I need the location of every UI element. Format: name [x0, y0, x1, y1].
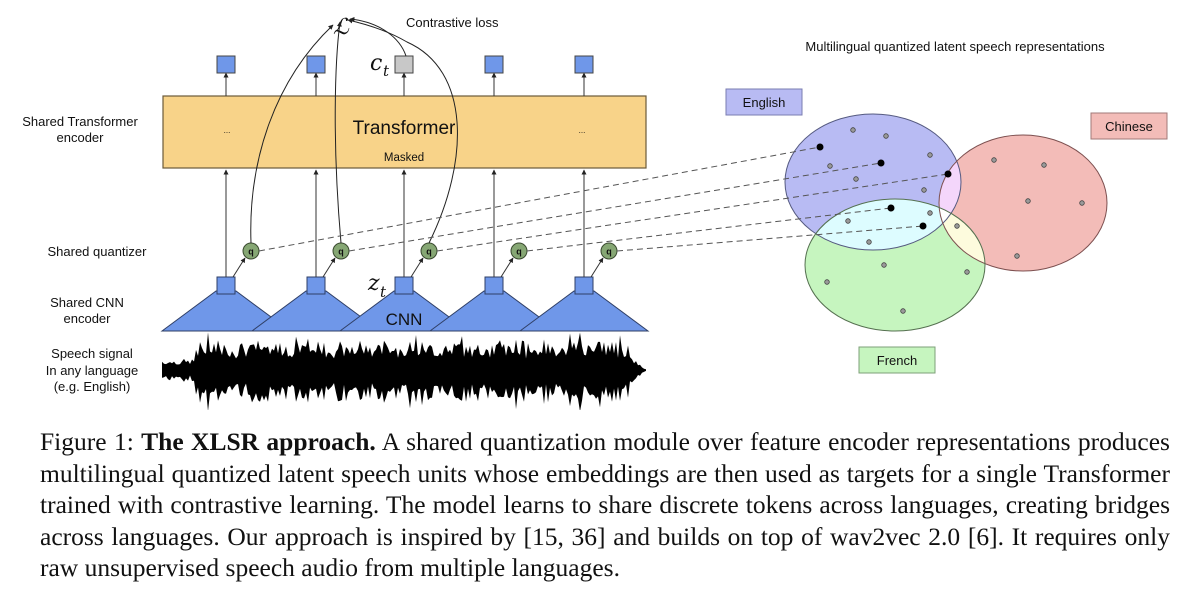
- cnn-encoder-triangle: [160, 290, 292, 332]
- svg-text:Shared CNN: Shared CNN: [50, 295, 124, 310]
- latent-feature-box: [574, 276, 594, 295]
- latent-codeword-point: [850, 127, 856, 133]
- quantizer-label: q: [338, 247, 344, 257]
- latent-codeword-point: [866, 239, 872, 245]
- svg-text:Chinese: Chinese: [1105, 119, 1153, 134]
- cnn-encoder-triangle: [338, 290, 470, 332]
- svg-text:English: English: [743, 95, 786, 110]
- english-tag: English: [725, 88, 803, 116]
- svg-text:c: c: [370, 51, 382, 76]
- output-vector-box: [484, 55, 504, 74]
- svg-text:French: French: [877, 353, 917, 368]
- quantized-mapping-line: [258, 146, 821, 252]
- cnn-label: CNN: [386, 310, 423, 329]
- french-tag: French: [858, 346, 936, 374]
- latent-codeword-point: [900, 308, 906, 314]
- latent-feature-box: [484, 276, 504, 295]
- svg-text:In any language: In any language: [46, 363, 139, 378]
- label-transformer-encoder: Shared Transformer encoder: [22, 114, 138, 145]
- selected-latent-point: [816, 143, 824, 151]
- quantizer-label: q: [248, 247, 254, 257]
- to-quantizer-arrow: [410, 257, 424, 278]
- svg-text:t: t: [380, 283, 387, 301]
- latent-codeword-point: [927, 210, 933, 216]
- output-vector-box: [574, 55, 594, 74]
- latent-codeword-point: [1041, 162, 1047, 168]
- transformer-block: [162, 95, 647, 169]
- to-quantizer-arrow: [232, 257, 246, 278]
- cnn-encoder-triangle: [518, 290, 650, 332]
- selected-latent-point: [944, 170, 952, 178]
- chinese-tag: Chinese: [1090, 112, 1168, 140]
- ellipsis-left: ...: [224, 126, 231, 135]
- svg-text:encoder: encoder: [64, 311, 112, 326]
- latent-codeword-point: [1014, 253, 1020, 259]
- quantizer-label: q: [516, 247, 522, 257]
- transformer-title: Transformer: [353, 118, 456, 139]
- contrastive-curve: [349, 16, 407, 57]
- svg-text:Speech signal: Speech signal: [51, 346, 133, 361]
- masked-label: Masked: [384, 152, 424, 164]
- loss-symbol: ℒ: [333, 15, 350, 40]
- contrastive-loss-arrows: [250, 16, 458, 244]
- caption-prefix: Figure 1:: [40, 427, 142, 456]
- svg-text:t: t: [383, 62, 390, 80]
- label-cnn-encoder: Shared CNN encoder: [50, 295, 124, 326]
- selected-latent-point: [877, 159, 885, 167]
- quantized-mapping-line: [616, 225, 924, 252]
- context-vector-box: [394, 55, 414, 74]
- right-panel-title: Multilingual quantized latent speech rep…: [805, 39, 1105, 54]
- latent-codeword-point: [927, 152, 933, 158]
- context-vector-label: c t: [370, 51, 390, 80]
- output-vector-box: [306, 55, 326, 74]
- latent-codeword-point: [1079, 200, 1085, 206]
- chinese-region: [939, 135, 1107, 271]
- latent-codeword-point: [964, 269, 970, 275]
- latent-codeword-point: [881, 262, 887, 268]
- latent-feature-box: [306, 276, 326, 295]
- latent-codeword-point: [1025, 198, 1031, 204]
- latent-codeword-point: [991, 157, 997, 163]
- svg-text:(e.g. English): (e.g. English): [54, 379, 131, 394]
- to-quantizer-arrow: [500, 257, 514, 278]
- latent-feature-box: [394, 276, 414, 295]
- latent-feature-box: [216, 276, 236, 295]
- quantized-mapping-line: [526, 207, 892, 252]
- language-space: [784, 113, 1108, 332]
- svg-text:z: z: [367, 271, 380, 296]
- selected-latent-point: [919, 222, 927, 230]
- cnn-encoder-triangle: [428, 290, 560, 332]
- svg-text:encoder: encoder: [57, 130, 105, 145]
- contrastive-curve: [334, 21, 342, 244]
- latent-codeword-point: [824, 279, 830, 285]
- caption-title: The XLSR approach.: [141, 427, 376, 456]
- svg-text:Shared Transformer: Shared Transformer: [22, 114, 138, 129]
- latent-codeword-point: [845, 218, 851, 224]
- latent-codeword-point: [921, 187, 927, 193]
- selected-latent-point: [887, 204, 895, 212]
- label-speech-signal: Speech signal In any language (e.g. Engl…: [46, 346, 139, 394]
- latent-codeword-point: [853, 176, 859, 182]
- latent-vector-label: z t: [367, 271, 387, 301]
- cnn-encoder-triangle: [250, 290, 382, 332]
- figure-caption: Figure 1: The XLSR approach. A shared qu…: [40, 426, 1170, 584]
- contrastive-loss-label: Contrastive loss: [406, 15, 499, 30]
- caption-body: A shared quantization module over featur…: [40, 427, 1170, 582]
- latent-codeword-point: [883, 133, 889, 139]
- output-vector-box: [216, 55, 236, 74]
- to-quantizer-arrow: [322, 257, 336, 278]
- quantized-mapping-line: [436, 173, 949, 252]
- quantizer-label: q: [426, 247, 432, 257]
- quantizer-label: q: [606, 247, 612, 257]
- contrastive-curve: [347, 18, 458, 244]
- contrastive-curve: [250, 24, 334, 244]
- label-shared-quantizer: Shared quantizer: [47, 244, 147, 259]
- latent-codeword-point: [954, 223, 960, 229]
- xlsr-figure: Shared Transformer encoder Shared quanti…: [22, 15, 1168, 410]
- speech-waveform: [162, 332, 646, 410]
- ellipsis-right: ...: [579, 126, 586, 135]
- latent-codeword-point: [827, 163, 833, 169]
- to-quantizer-arrow: [590, 257, 604, 278]
